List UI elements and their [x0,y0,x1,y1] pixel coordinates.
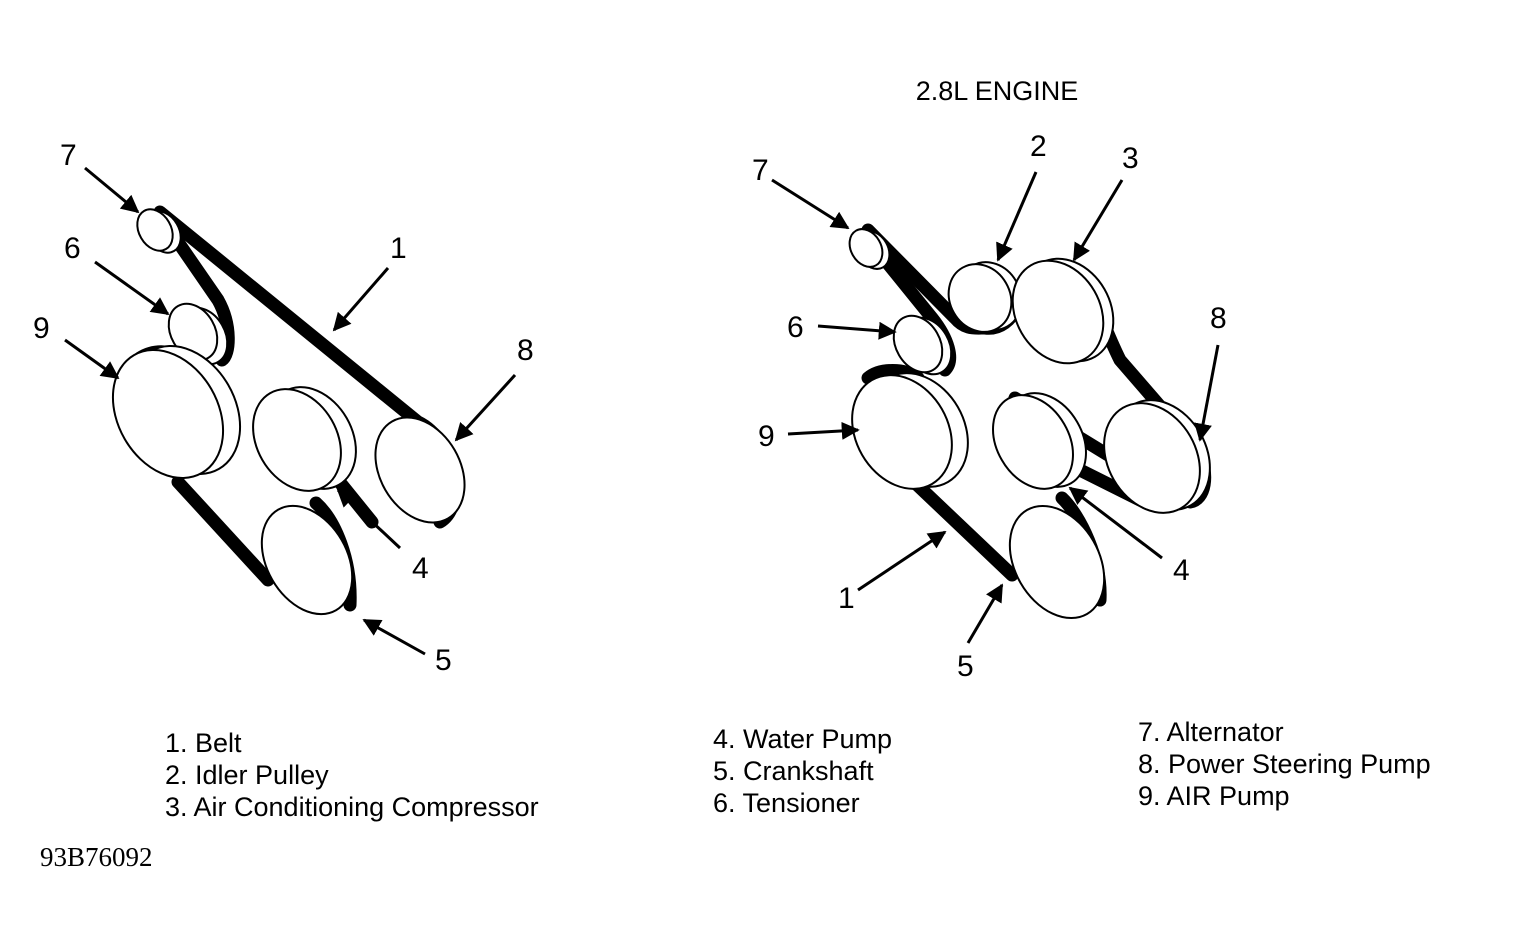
right-water-pump-pulley [992,392,1087,490]
left-callout-arrows [64,166,517,656]
right-callout-7: 7 [752,154,769,187]
left-callout-9: 9 [33,312,50,345]
legend-item: 7. Alternator [1138,717,1284,747]
right-idler-pulley [947,261,1023,333]
left-callout-8: 8 [517,334,534,367]
right-crankshaft-pulley [1008,504,1106,620]
right-callout-arrows [771,171,1220,644]
legend-item: 5. Crankshaft [713,756,874,786]
legend-item: 8. Power Steering Pump [1138,749,1431,779]
left-alternator-pulley [136,208,182,254]
legend-item: 1. Belt [165,728,242,758]
left-callout-1: 1 [390,232,407,265]
left-callout-5: 5 [435,644,452,677]
legend-item: 4. Water Pump [713,724,893,754]
legend-column-2: 4. Water Pump 5. Crankshaft 6. Tensioner [713,723,892,819]
left-callout-6: 6 [64,232,81,265]
right-callout-4: 4 [1173,554,1190,587]
diagram-title: 2.8L ENGINE [916,76,1079,106]
legend-column-1: 1. Belt 2. Idler Pulley 3. Air Condition… [165,727,539,823]
figure-code: 93B76092 [40,842,153,872]
legend-item: 2. Idler Pulley [165,760,329,790]
right-callout-1: 1 [838,582,855,615]
right-callout-5: 5 [957,650,974,683]
legend-item: 3. Air Conditioning Compressor [165,792,539,822]
left-power-steering-pulley [374,416,466,524]
left-callout-7: 7 [60,139,77,172]
right-callout-3: 3 [1122,142,1139,175]
legend-item: 9. AIR Pump [1138,781,1290,811]
left-air-pump-pulley [111,345,242,479]
right-engine-diagram: 2 3 7 6 8 9 4 1 5 [752,130,1227,683]
right-tensioner-pulley [892,314,953,376]
right-callout-6: 6 [787,311,804,344]
right-callout-9: 9 [758,420,775,453]
left-callout-4: 4 [412,552,429,585]
right-callout-8: 8 [1210,302,1227,335]
left-crankshaft-pulley [260,504,354,616]
right-alternator-pulley [848,228,891,270]
right-callout-2: 2 [1030,130,1047,163]
legend-item: 6. Tensioner [713,788,860,818]
right-power-steering-pulley [1103,399,1211,514]
right-ac-compressor-pulley [1011,257,1115,365]
right-air-pump-pulley [851,372,969,490]
legend-column-3: 7. Alternator 8. Power Steering Pump 9. … [1138,716,1431,812]
left-engine-diagram: 7 6 9 1 8 4 5 [33,139,534,677]
left-water-pump-pulley [252,386,357,492]
